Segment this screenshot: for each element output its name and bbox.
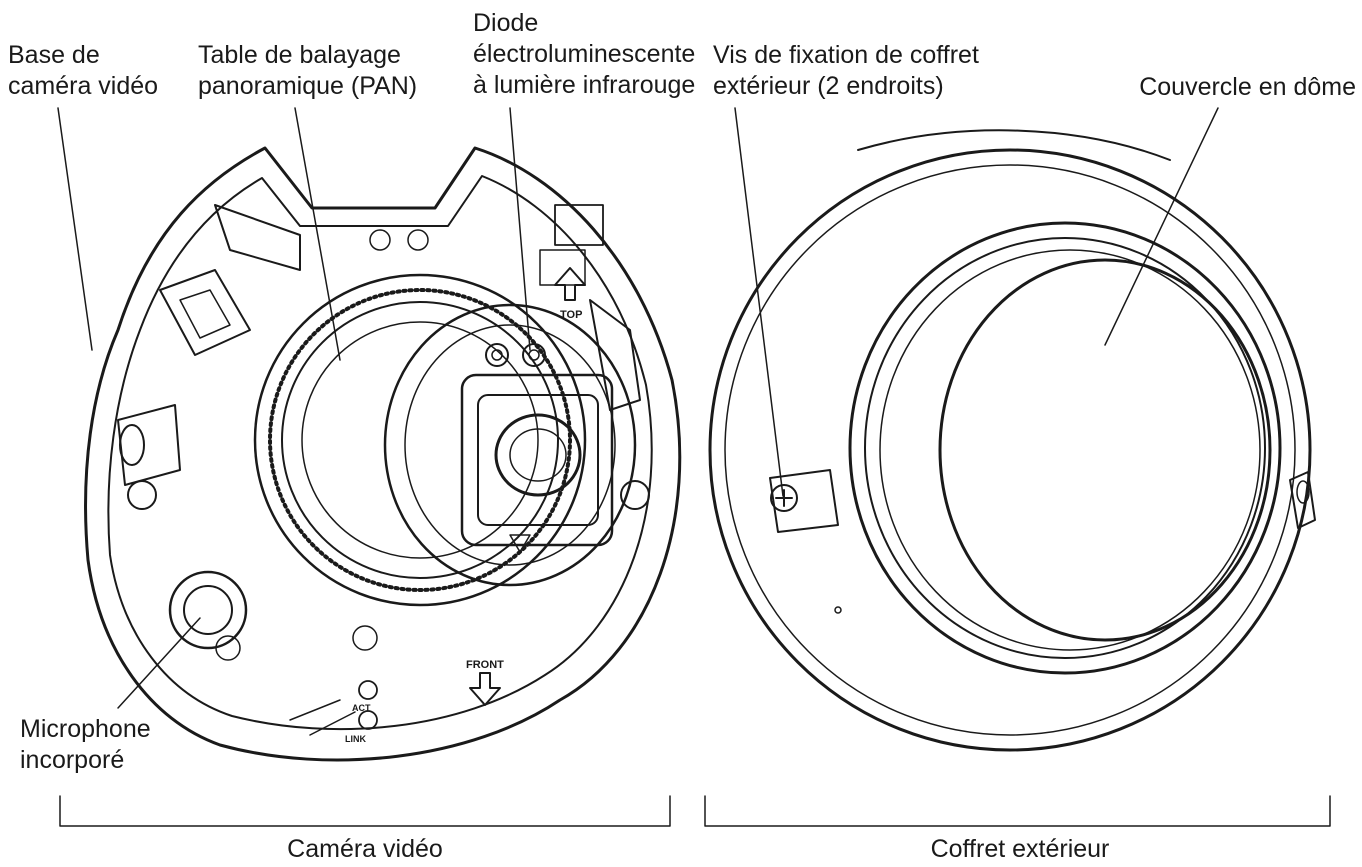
label-camera-base: Base de caméra vidéo: [8, 41, 159, 100]
outer-housing-drawing: [708, 129, 1316, 752]
leader-line-pan-table: [294, 107, 341, 361]
label-dome-cover: Couvercle en dôme: [1139, 73, 1356, 101]
ir-led: [522, 343, 546, 367]
leader-line-ir-diode: [509, 107, 531, 351]
front-arrow-icon: [469, 672, 501, 706]
label-fixing-screw: Vis de fixation de coffret extérieur (2 …: [713, 41, 979, 100]
lens-housing: [460, 373, 614, 547]
label-camera-group: Caméra vidéo: [287, 835, 443, 863]
label-pan-table: Table de balayage panoramique (PAN): [198, 41, 418, 100]
camera-lens: [494, 413, 582, 497]
link-marking: LINK: [345, 734, 366, 744]
camera-base-shell: [84, 146, 682, 762]
camera-unit-drawing: TOP FRONT ACT LINK: [84, 146, 682, 762]
dome-cover-rim: [848, 221, 1282, 675]
leader-line-base: [57, 107, 93, 351]
bracket-housing: [704, 795, 1331, 827]
label-microphone: Microphone incorporé: [20, 715, 151, 774]
lens-barrel: [383, 303, 637, 587]
microphone-icon: [168, 570, 248, 650]
top-arrow-icon: [554, 267, 586, 301]
front-marking: FRONT: [466, 659, 504, 671]
fixing-screw-icon: [769, 469, 839, 533]
ir-led: [485, 343, 509, 367]
pan-table-gear-ring: [253, 273, 587, 607]
housing-outer-rim: [708, 148, 1312, 752]
leader-line-fix-screw: [734, 107, 784, 497]
leader-lines: [57, 107, 1219, 709]
act-marking: ACT: [352, 703, 371, 713]
fixing-screw-icon: [1289, 471, 1316, 529]
label-ir-diode: Diode électroluminescente à lumière infr…: [473, 9, 696, 99]
bracket-camera: [59, 795, 671, 827]
top-marking: TOP: [560, 309, 582, 321]
label-housing-group: Coffret extérieur: [930, 835, 1110, 863]
leader-line-dome-cover: [1104, 107, 1219, 346]
leader-line-microphone: [117, 617, 201, 709]
dome-cover: [938, 258, 1272, 642]
